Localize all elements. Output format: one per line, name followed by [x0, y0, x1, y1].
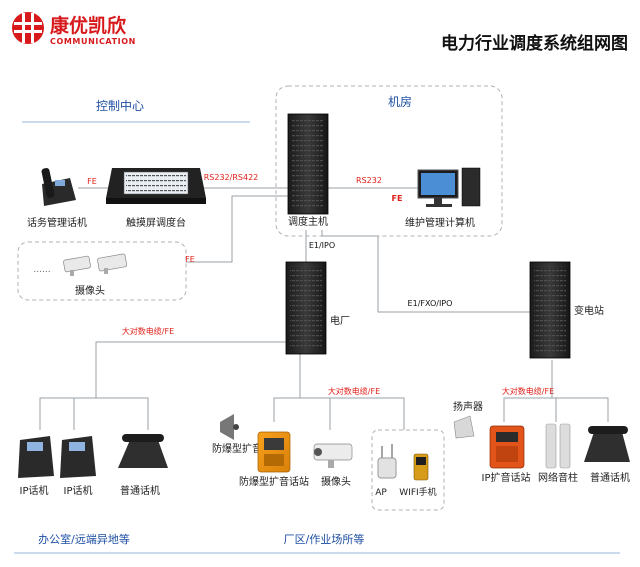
link-label-cable-sub: 大对数电缆/FE	[502, 386, 554, 396]
maintenance-pc-icon	[417, 167, 481, 207]
dispatch-host-label: 调度主机	[288, 215, 328, 228]
dispatch-host-rack-icon	[287, 113, 329, 215]
horn-icon	[220, 414, 239, 440]
ip-intercom-icon	[489, 425, 525, 469]
link-label-fe-phone: FE	[87, 177, 97, 186]
network-column-label: 网络音柱	[538, 471, 578, 484]
substation-rack-icon	[529, 261, 571, 359]
normal-phone-sub-label: 普通话机	[590, 471, 630, 484]
substation-label: 变电站	[574, 304, 604, 317]
machine-room-label: 机房	[388, 94, 412, 109]
wifi-phone-icon	[413, 453, 429, 481]
maintenance-pc-label: 维护管理计算机	[405, 216, 475, 229]
ip-intercom-label: IP扩音话站	[482, 471, 531, 484]
link-label-cable-field: 大对数电缆/FE	[328, 386, 380, 396]
camera-icon	[63, 253, 128, 276]
wireless-zone	[371, 429, 445, 511]
wifi-phone-label: WIFI手机	[399, 486, 436, 498]
link-label-e1-ipo: E1/IPO	[309, 241, 335, 250]
ap-icon	[377, 444, 397, 479]
ip-phone-2-label: IP话机	[64, 484, 93, 497]
link-label-rs232: RS232	[356, 176, 382, 185]
ip-phone-1-label: IP话机	[20, 484, 49, 497]
ip-phone-icon	[18, 436, 54, 478]
touch-console-label: 触摸屏调度台	[126, 216, 186, 229]
logo-mark-icon	[12, 12, 44, 44]
camera-field-icon	[313, 443, 353, 468]
link-label-cable-office: 大对数电缆/FE	[122, 326, 174, 336]
link-label-rs232-rs422: RS232/RS422	[204, 173, 259, 182]
factory-zone-label: 厂区/作业场所等	[284, 532, 365, 546]
link-label-fe-pc: FE	[392, 194, 403, 203]
normal-phone-office-label: 普通话机	[120, 484, 160, 497]
speaker-icon	[453, 415, 475, 439]
explosion-intercom-icon	[257, 431, 291, 473]
camera-zone	[17, 241, 187, 301]
office-zone-label: 办公室/远端异地等	[38, 532, 130, 546]
operator-phone-icon	[41, 168, 76, 206]
ip-phone-icon	[60, 436, 96, 478]
camera-label: 摄像头	[75, 284, 105, 297]
link-label-fe-camera: FE	[185, 255, 195, 264]
operator-phone-label: 话务管理话机	[27, 216, 87, 229]
machine-room-zone	[275, 85, 503, 237]
normal-phone-icon	[118, 434, 168, 468]
camera-field-label: 摄像头	[321, 475, 351, 488]
power-plant-label: 电厂	[330, 314, 350, 327]
logo: 康优凯欣 COMMUNICATION	[12, 12, 136, 46]
normal-phone-icon	[584, 426, 630, 462]
network-column-icon	[545, 423, 571, 469]
ap-label: AP	[375, 488, 387, 498]
speaker-label: 扬声器	[453, 400, 483, 413]
power-plant-rack-icon	[285, 261, 327, 355]
control-center-label: 控制中心	[96, 98, 144, 113]
camera-dots: ......	[33, 265, 50, 275]
page-title: 电力行业调度系统组网图	[441, 33, 628, 54]
brand-name-en: COMMUNICATION	[50, 37, 136, 46]
touch-console-icon	[106, 168, 206, 204]
horn-label: 防爆型扩音器	[212, 442, 272, 455]
explosion-intercom-label: 防爆型扩音话站	[239, 475, 309, 488]
brand-name: 康优凯欣	[50, 14, 127, 37]
link-label-e1-fxo-ipo: E1/FXO/IPO	[408, 299, 453, 308]
